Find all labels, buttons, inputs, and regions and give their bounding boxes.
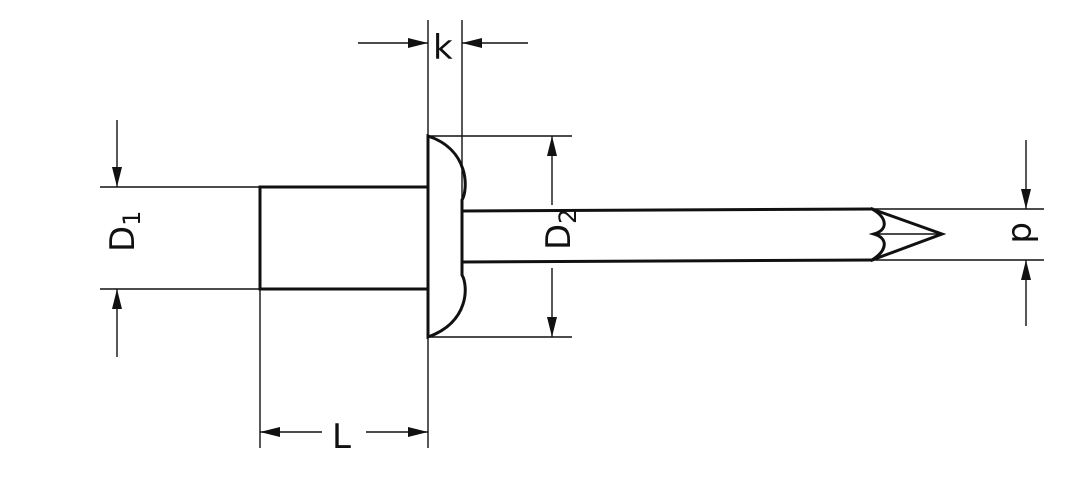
- dimension-k: k: [358, 20, 528, 200]
- rivet-sleeve: [258, 185, 430, 291]
- label-D1: D1: [103, 211, 146, 252]
- label-d: d: [1003, 222, 1043, 244]
- dimension-D2: D2: [428, 135, 582, 338]
- rivet-head: [426, 133, 467, 340]
- label-k: k: [433, 28, 453, 68]
- dimension-L: L: [259, 289, 429, 457]
- label-D2: D2: [539, 209, 582, 250]
- mandrel-pin: [460, 206, 947, 264]
- dimension-D1: D1: [100, 120, 260, 357]
- dimension-d: d: [872, 140, 1044, 326]
- label-L: L: [332, 417, 351, 457]
